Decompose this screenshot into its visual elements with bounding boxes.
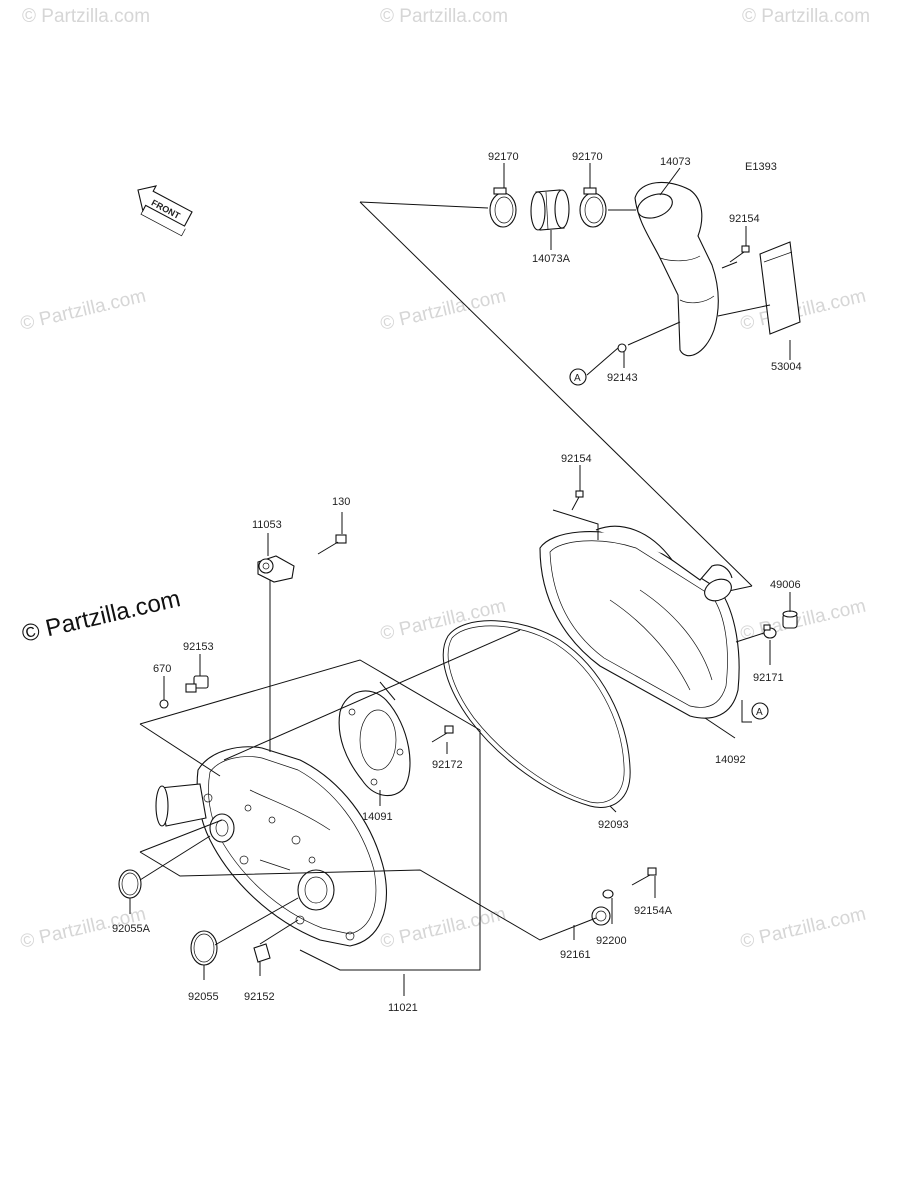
part-label: 670 bbox=[153, 663, 171, 675]
bolt-92154-mid bbox=[571, 490, 584, 511]
svg-text:A: A bbox=[574, 373, 581, 384]
watermark: © Partzilla.com bbox=[738, 286, 867, 335]
part-label: 92154 bbox=[729, 213, 760, 225]
bolt-92172 bbox=[431, 725, 454, 743]
outer-cover-14092 bbox=[539, 525, 740, 719]
sleeve-14073a bbox=[530, 189, 570, 231]
part-label: 49006 bbox=[770, 579, 801, 591]
part-label: 92154 bbox=[561, 453, 592, 465]
watermark: © Partzilla.com bbox=[742, 6, 870, 27]
bracket-11053 bbox=[257, 555, 295, 583]
o-ring-670 bbox=[159, 699, 169, 709]
part-label: 92143 bbox=[607, 372, 638, 384]
cap-49006 bbox=[782, 610, 798, 629]
watermark: © Partzilla.com bbox=[18, 286, 147, 335]
part-label: 92170 bbox=[488, 151, 519, 163]
washer-92143 bbox=[617, 343, 627, 353]
watermark: © Partzilla.com bbox=[380, 6, 508, 27]
gasket-92093 bbox=[442, 620, 631, 808]
part-label: 53004 bbox=[771, 361, 802, 373]
part-label: 14073 bbox=[660, 156, 691, 168]
part-label: 92153 bbox=[183, 641, 214, 653]
washer-92200 bbox=[602, 889, 614, 899]
leader-lines-right bbox=[552, 465, 791, 813]
bolt-92154a bbox=[631, 867, 657, 886]
diagram-code: E1393 bbox=[745, 161, 777, 173]
leader-lines-upper bbox=[359, 163, 791, 593]
part-label: 92200 bbox=[596, 935, 627, 947]
bolt-92154-top bbox=[729, 245, 750, 263]
front-arrow-icon: FRONT bbox=[137, 185, 193, 237]
bolt-92153 bbox=[185, 675, 209, 693]
plate-14091 bbox=[338, 690, 411, 797]
part-label: 92172 bbox=[432, 759, 463, 771]
watermarks: © Partzilla.com © Partzilla.com © Partzi… bbox=[18, 6, 870, 953]
clamp-92171 bbox=[763, 624, 777, 639]
watermark: © Partzilla.com bbox=[738, 904, 867, 953]
plug-92152 bbox=[253, 943, 271, 963]
clamp-92170-right bbox=[579, 187, 607, 228]
part-label: 11053 bbox=[252, 519, 282, 531]
part-label: 92161 bbox=[560, 949, 591, 961]
duct-14073 bbox=[634, 181, 719, 357]
label-53004 bbox=[759, 241, 801, 335]
watermark: © Partzilla.com bbox=[738, 596, 867, 645]
svg-text:A: A bbox=[756, 707, 763, 718]
callout-a-top bbox=[569, 368, 587, 386]
watermark: © Partzilla.com bbox=[378, 904, 507, 953]
bolt-130 bbox=[317, 534, 347, 555]
part-label: 92170 bbox=[572, 151, 603, 163]
part-label: 92055A bbox=[112, 923, 151, 935]
part-label: 130 bbox=[332, 496, 350, 508]
part-label: 92152 bbox=[244, 991, 275, 1003]
o-ring-92055 bbox=[190, 930, 218, 966]
grommet-92161 bbox=[591, 906, 611, 926]
part-label: 92171 bbox=[753, 672, 784, 684]
watermark: © Partzilla.com bbox=[22, 6, 150, 27]
part-label: 92055 bbox=[188, 991, 219, 1003]
part-label: 14092 bbox=[715, 754, 746, 766]
part-labels: 92170 92170 14073 14073A 92154 53004 921… bbox=[112, 151, 802, 1014]
part-label: 14091 bbox=[362, 811, 393, 823]
clamp-92170-left bbox=[489, 187, 517, 228]
part-label: 14073A bbox=[532, 253, 571, 265]
inner-cover-11021 bbox=[155, 746, 387, 947]
watermark-main: © Partzilla.com bbox=[19, 585, 183, 648]
part-label: 11021 bbox=[388, 1002, 418, 1014]
callout-a-mid bbox=[751, 702, 769, 720]
leader-lines-lower bbox=[129, 512, 656, 996]
part-label: 92154A bbox=[634, 905, 673, 917]
part-label: 92093 bbox=[598, 819, 629, 831]
